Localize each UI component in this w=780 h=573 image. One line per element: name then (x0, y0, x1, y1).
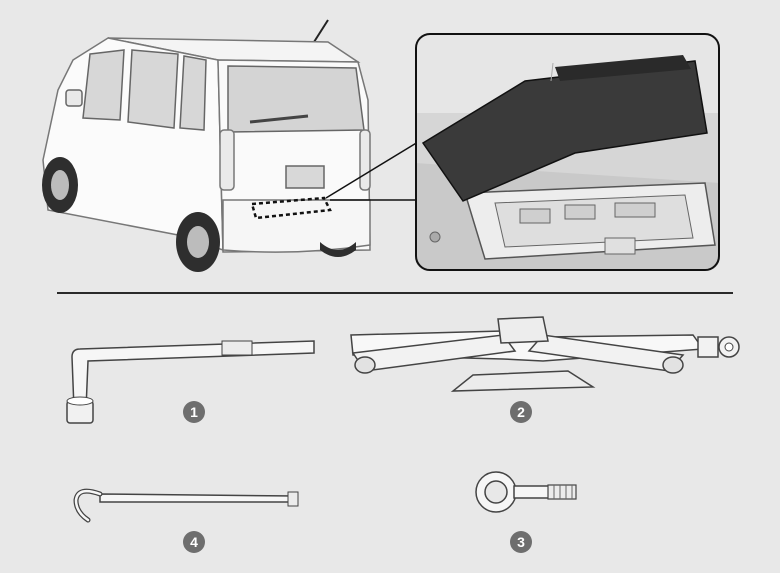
lug-wrench-illustration (66, 340, 315, 424)
vehicle-rear-illustration (42, 19, 371, 272)
callout-number-2: 2 (510, 401, 532, 423)
section-divider (57, 292, 733, 294)
callout-number-3: 3 (510, 531, 532, 553)
tool-tray-inset (415, 33, 720, 271)
scissor-jack-illustration (350, 316, 740, 392)
callout-leader-lines (325, 141, 419, 201)
callout-number-4: 4 (183, 531, 205, 553)
jack-handle-illustration (73, 488, 299, 523)
towing-hook-illustration (475, 471, 577, 513)
callout-number-1: 1 (183, 401, 205, 423)
